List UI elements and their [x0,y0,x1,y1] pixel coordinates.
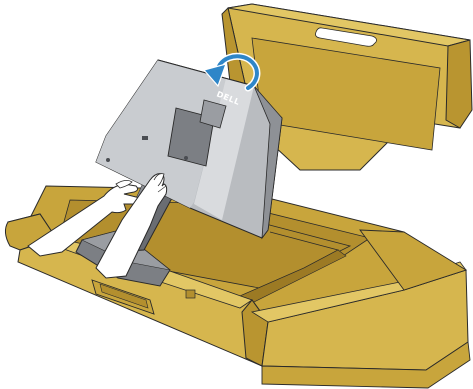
monitor-port-3 [142,136,148,140]
box-front-tab [186,290,195,298]
box-lid-right-flap [446,40,472,128]
monitor-port-2 [184,156,188,160]
monitor-port-1 [106,158,110,162]
